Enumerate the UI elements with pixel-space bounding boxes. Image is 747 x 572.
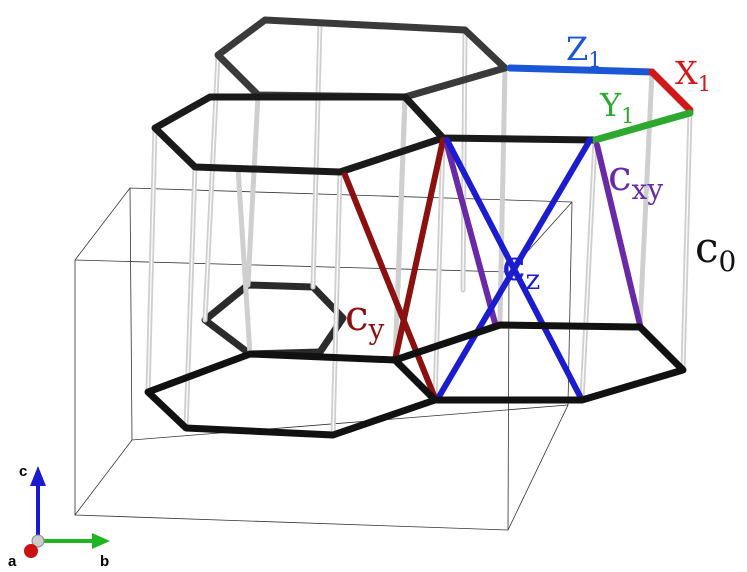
axis-label-c: c [19,463,27,480]
a-axis-ball-icon [24,544,38,558]
cy-bond-b [392,137,446,363]
label-cz: cz [502,241,540,296]
vertical-rods [145,19,693,438]
cxy-bond-a [444,142,498,326]
label-cxy: cxy [608,151,663,206]
upper-left-hexagon [151,93,447,176]
unit-cell-box [74,187,573,531]
lower-back-hexagon [201,281,347,358]
lower-front-hexagons [144,321,687,439]
x1-bond [648,68,694,114]
y1-bond [591,109,694,144]
upper-back-hexagon [214,16,509,101]
cxy-bond-b [594,142,643,328]
label-z1: Z1 [566,30,602,72]
b-axis-arrow-icon [92,533,110,549]
axis-label-b: b [100,553,109,570]
cz-bond-b [434,137,593,403]
upper-right-hexagon [402,94,596,144]
axis-label-a: a [8,553,17,570]
c-axis-arrow-icon [30,466,46,486]
label-cy: cy [345,291,385,346]
cy-bond-a [342,172,438,401]
rod-highlights [147,21,691,436]
label-x1: X1 [675,54,711,96]
axis-triad [24,466,110,558]
label-y1: Y1 [599,86,635,128]
z1-bond [506,64,656,76]
label-c0: c0 [695,223,736,278]
